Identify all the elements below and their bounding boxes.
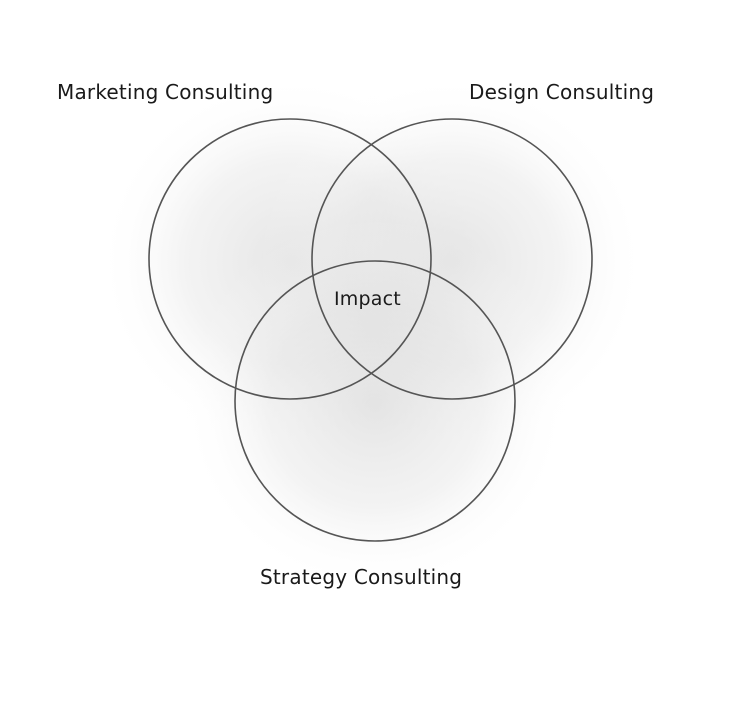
shadow-strategy (180, 217, 570, 593)
label-design-consulting: Design Consulting (469, 80, 655, 104)
label-marketing-consulting: Marketing Consulting (57, 80, 274, 104)
label-impact: Impact (334, 288, 401, 310)
circles (148, 118, 593, 542)
circle-marketing (148, 118, 432, 400)
circle-design (311, 118, 593, 400)
label-strategy-consulting: Strategy Consulting (260, 565, 463, 589)
background-shadows (97, 74, 647, 593)
circle-strategy (234, 260, 516, 542)
